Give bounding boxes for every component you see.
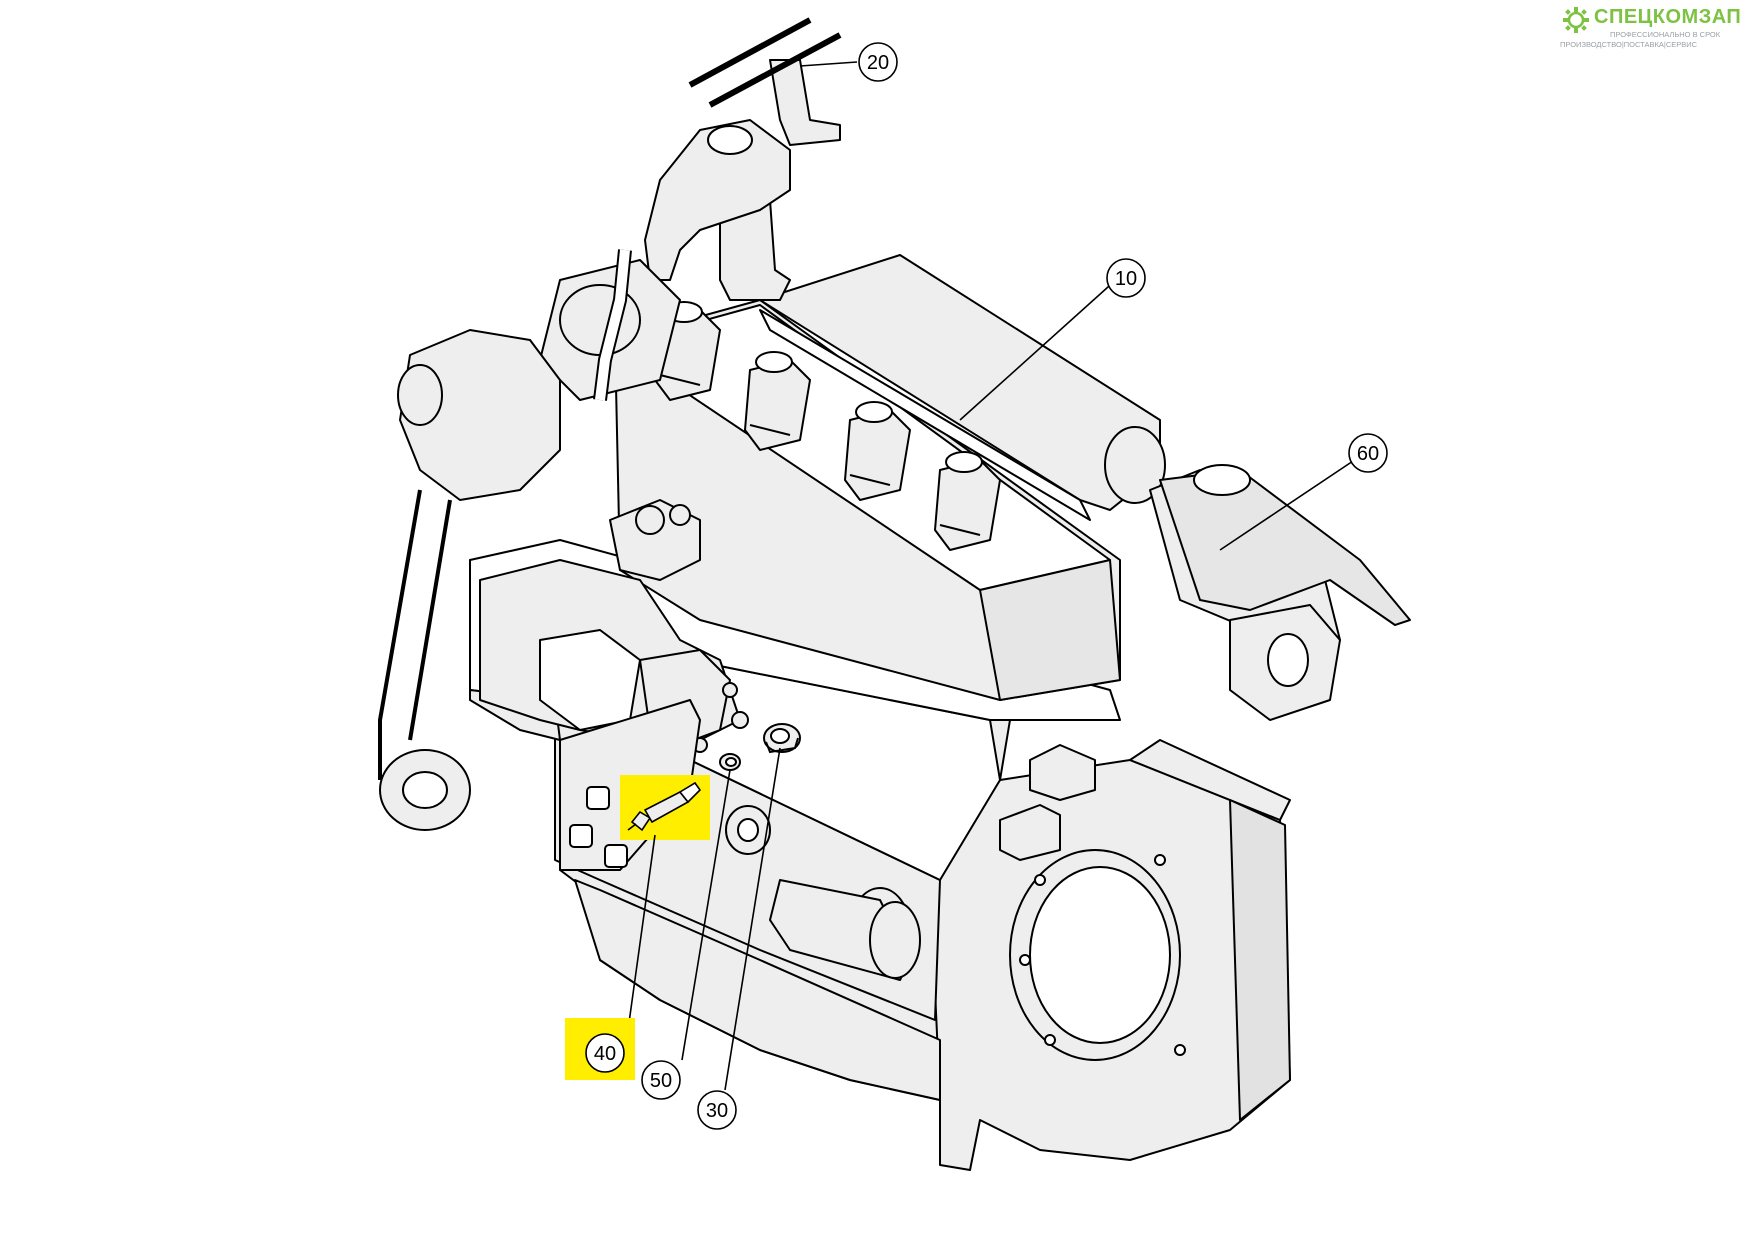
oil-filler-cap [1104,426,1166,504]
callout-60-label: 60 [1357,443,1379,465]
brand-name: СПЕЦКОМЗАП [1594,6,1742,28]
leader-lines [627,61,1366,1091]
washer-part-50 [719,753,741,771]
lift-bar-2 [708,32,842,108]
engine-drawing [378,17,1411,1171]
callout-20: 20 [858,42,898,82]
flywheel-opening-inner [1029,866,1171,1044]
valve-cover-rail [759,309,1091,521]
callout-10: 10 [1106,258,1146,298]
callout-10-label: 10 [1115,268,1137,290]
gear-icon [1563,7,1589,33]
brand-logo: СПЕЦКОМЗАП ПРОФЕССИОНАЛЬНО В СРОК ПРОИЗВ… [1560,4,1750,56]
callout-40-label: 40 [594,1043,616,1065]
alternator [399,329,561,501]
oil-pan [574,879,941,1101]
intake-pipe [719,199,791,301]
callout-30-label: 30 [706,1100,728,1122]
brand-tagline-1: ПРОФЕССИОНАЛЬНО В СРОК [1610,30,1721,39]
lift-bar-1 [688,17,812,88]
head-side-face [979,559,1121,701]
flywheel-right-face [1229,799,1291,1121]
fan-belt [378,489,452,780]
glow-plug-part-40 [627,781,702,832]
callout-60: 60 [1348,433,1388,473]
injector-ports [654,301,1001,551]
callout-40: 40 [585,1033,625,1073]
exhaust-outlet [1193,464,1251,496]
heat-shield-60 [1159,469,1411,626]
lift-bracket [769,59,841,146]
plug-part-30 [763,723,801,754]
brand-tagline-2: ПРОИЗВОДСТВО|ПОСТАВКА|СЕРВИС [1560,40,1698,49]
callouts: 10 20 30 40 50 60 [585,42,1388,1130]
callout-50: 50 [641,1060,681,1100]
callout-30: 30 [697,1090,737,1130]
callout-50-label: 50 [650,1070,672,1092]
callout-20-label: 20 [867,52,889,74]
